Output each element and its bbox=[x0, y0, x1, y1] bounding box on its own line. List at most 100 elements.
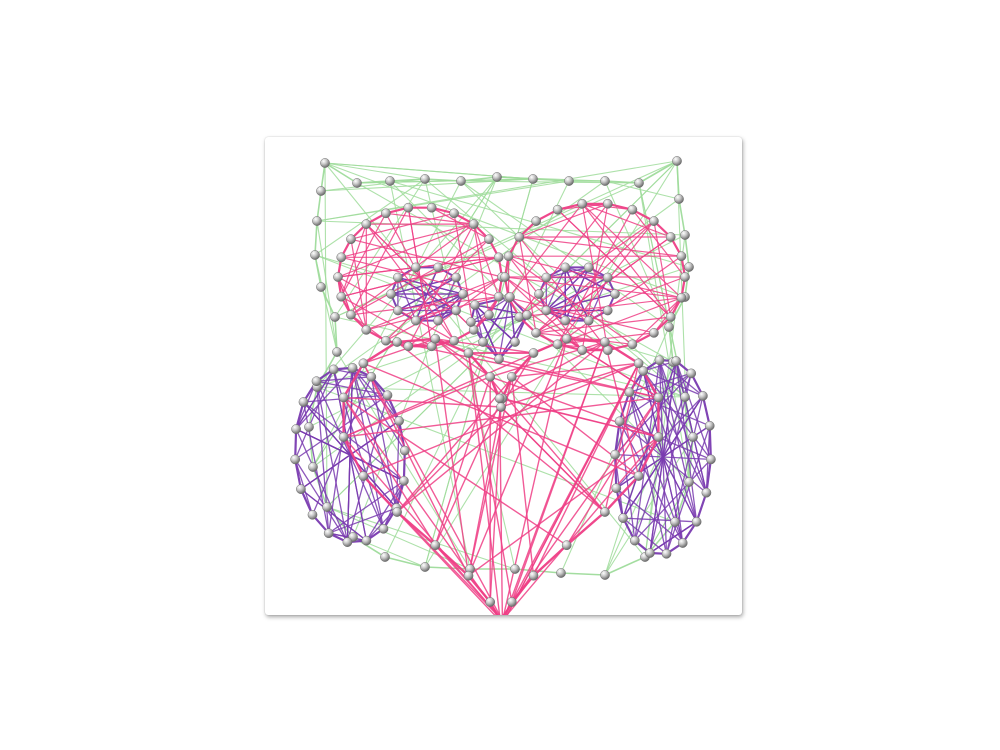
nail-head bbox=[610, 449, 620, 460]
nail-head bbox=[433, 262, 443, 273]
nail-head bbox=[394, 416, 404, 426]
nail-head bbox=[531, 216, 541, 226]
nail-head bbox=[304, 422, 314, 432]
nail-head bbox=[296, 484, 306, 494]
nail-head bbox=[680, 230, 690, 240]
nail-head bbox=[484, 309, 494, 320]
nail-head bbox=[627, 339, 638, 350]
nail-head bbox=[494, 354, 504, 364]
nail-head bbox=[564, 176, 574, 186]
nail-head bbox=[680, 392, 690, 402]
nail-head bbox=[338, 392, 349, 403]
nail-head bbox=[510, 564, 520, 574]
nail-head bbox=[649, 328, 659, 338]
nail-head bbox=[308, 462, 318, 472]
nail-head bbox=[470, 300, 480, 310]
nail-head bbox=[531, 328, 541, 338]
nail-head bbox=[352, 178, 362, 188]
nail-head bbox=[403, 202, 414, 213]
nail-head bbox=[358, 358, 369, 369]
nail-head bbox=[583, 315, 594, 326]
nail-head bbox=[556, 568, 566, 578]
nail-head bbox=[307, 509, 318, 520]
nail-head bbox=[290, 454, 301, 465]
nail-head bbox=[634, 178, 644, 188]
owl-string-art bbox=[290, 156, 716, 615]
nail-head bbox=[338, 432, 349, 442]
nail-head bbox=[399, 476, 409, 486]
nail-head bbox=[701, 487, 712, 498]
nail-head bbox=[600, 337, 610, 347]
nail-head bbox=[403, 341, 414, 352]
nail-head bbox=[672, 156, 682, 166]
nail-head bbox=[311, 376, 322, 387]
nail-head bbox=[361, 325, 372, 335]
nail-head bbox=[704, 420, 715, 431]
nail-head bbox=[600, 507, 610, 517]
nail-head bbox=[399, 445, 410, 456]
nail-head bbox=[654, 355, 665, 366]
nail-head bbox=[458, 289, 468, 299]
nail-head bbox=[392, 337, 402, 347]
nail-head bbox=[492, 172, 502, 182]
nail-head bbox=[653, 392, 664, 403]
nail-head bbox=[560, 315, 571, 326]
nail-head bbox=[312, 216, 322, 226]
nail-head bbox=[456, 176, 466, 186]
nail-head bbox=[633, 358, 644, 369]
nail-head bbox=[583, 262, 594, 273]
nail-head bbox=[506, 597, 517, 607]
nail-head bbox=[541, 272, 552, 283]
nail-head bbox=[346, 234, 356, 245]
nail-head bbox=[664, 322, 674, 332]
nail-head bbox=[614, 416, 625, 427]
nail-head bbox=[649, 216, 659, 226]
nail-head bbox=[323, 528, 334, 539]
nail-head bbox=[665, 312, 676, 322]
nail-head bbox=[485, 597, 496, 607]
nail-head bbox=[485, 371, 496, 382]
nail-head bbox=[698, 391, 708, 401]
nail-head bbox=[336, 291, 347, 302]
nail-head bbox=[522, 310, 532, 320]
nail-head bbox=[420, 174, 430, 184]
nail-head bbox=[510, 337, 520, 347]
nail-head bbox=[361, 535, 372, 546]
nail-head bbox=[433, 315, 443, 326]
nail-head bbox=[468, 219, 479, 229]
nail-head bbox=[665, 232, 676, 242]
nail-head bbox=[602, 345, 613, 356]
nail-head bbox=[333, 272, 343, 282]
nail-head bbox=[393, 272, 403, 283]
nail-head bbox=[686, 368, 697, 379]
nail-head bbox=[633, 471, 644, 481]
nail-head bbox=[602, 198, 613, 209]
nail-head bbox=[366, 371, 377, 382]
nail-head bbox=[677, 538, 688, 548]
nail-head bbox=[291, 424, 301, 434]
nail-head bbox=[528, 174, 538, 184]
nail-head bbox=[691, 516, 702, 527]
nail-head bbox=[381, 208, 391, 219]
nail-head bbox=[451, 305, 461, 316]
nail-head bbox=[688, 432, 698, 442]
nail-head bbox=[638, 366, 649, 376]
nail-head bbox=[671, 356, 681, 366]
string-art-board bbox=[265, 137, 742, 615]
nail-head bbox=[382, 390, 393, 401]
nail-head bbox=[393, 305, 403, 316]
nail-head bbox=[336, 252, 347, 263]
nail-head bbox=[430, 333, 441, 344]
nail-head bbox=[316, 186, 326, 196]
nail-head bbox=[500, 272, 510, 282]
nail-head bbox=[430, 540, 441, 551]
nail-head bbox=[494, 393, 505, 404]
nail-head bbox=[560, 262, 571, 273]
nail-head bbox=[674, 194, 684, 204]
nail-head bbox=[629, 535, 640, 546]
nail-head bbox=[645, 548, 655, 558]
nail-head bbox=[330, 312, 340, 322]
nail-head bbox=[611, 483, 622, 494]
nail-head bbox=[561, 333, 572, 344]
nail-head bbox=[676, 251, 687, 262]
